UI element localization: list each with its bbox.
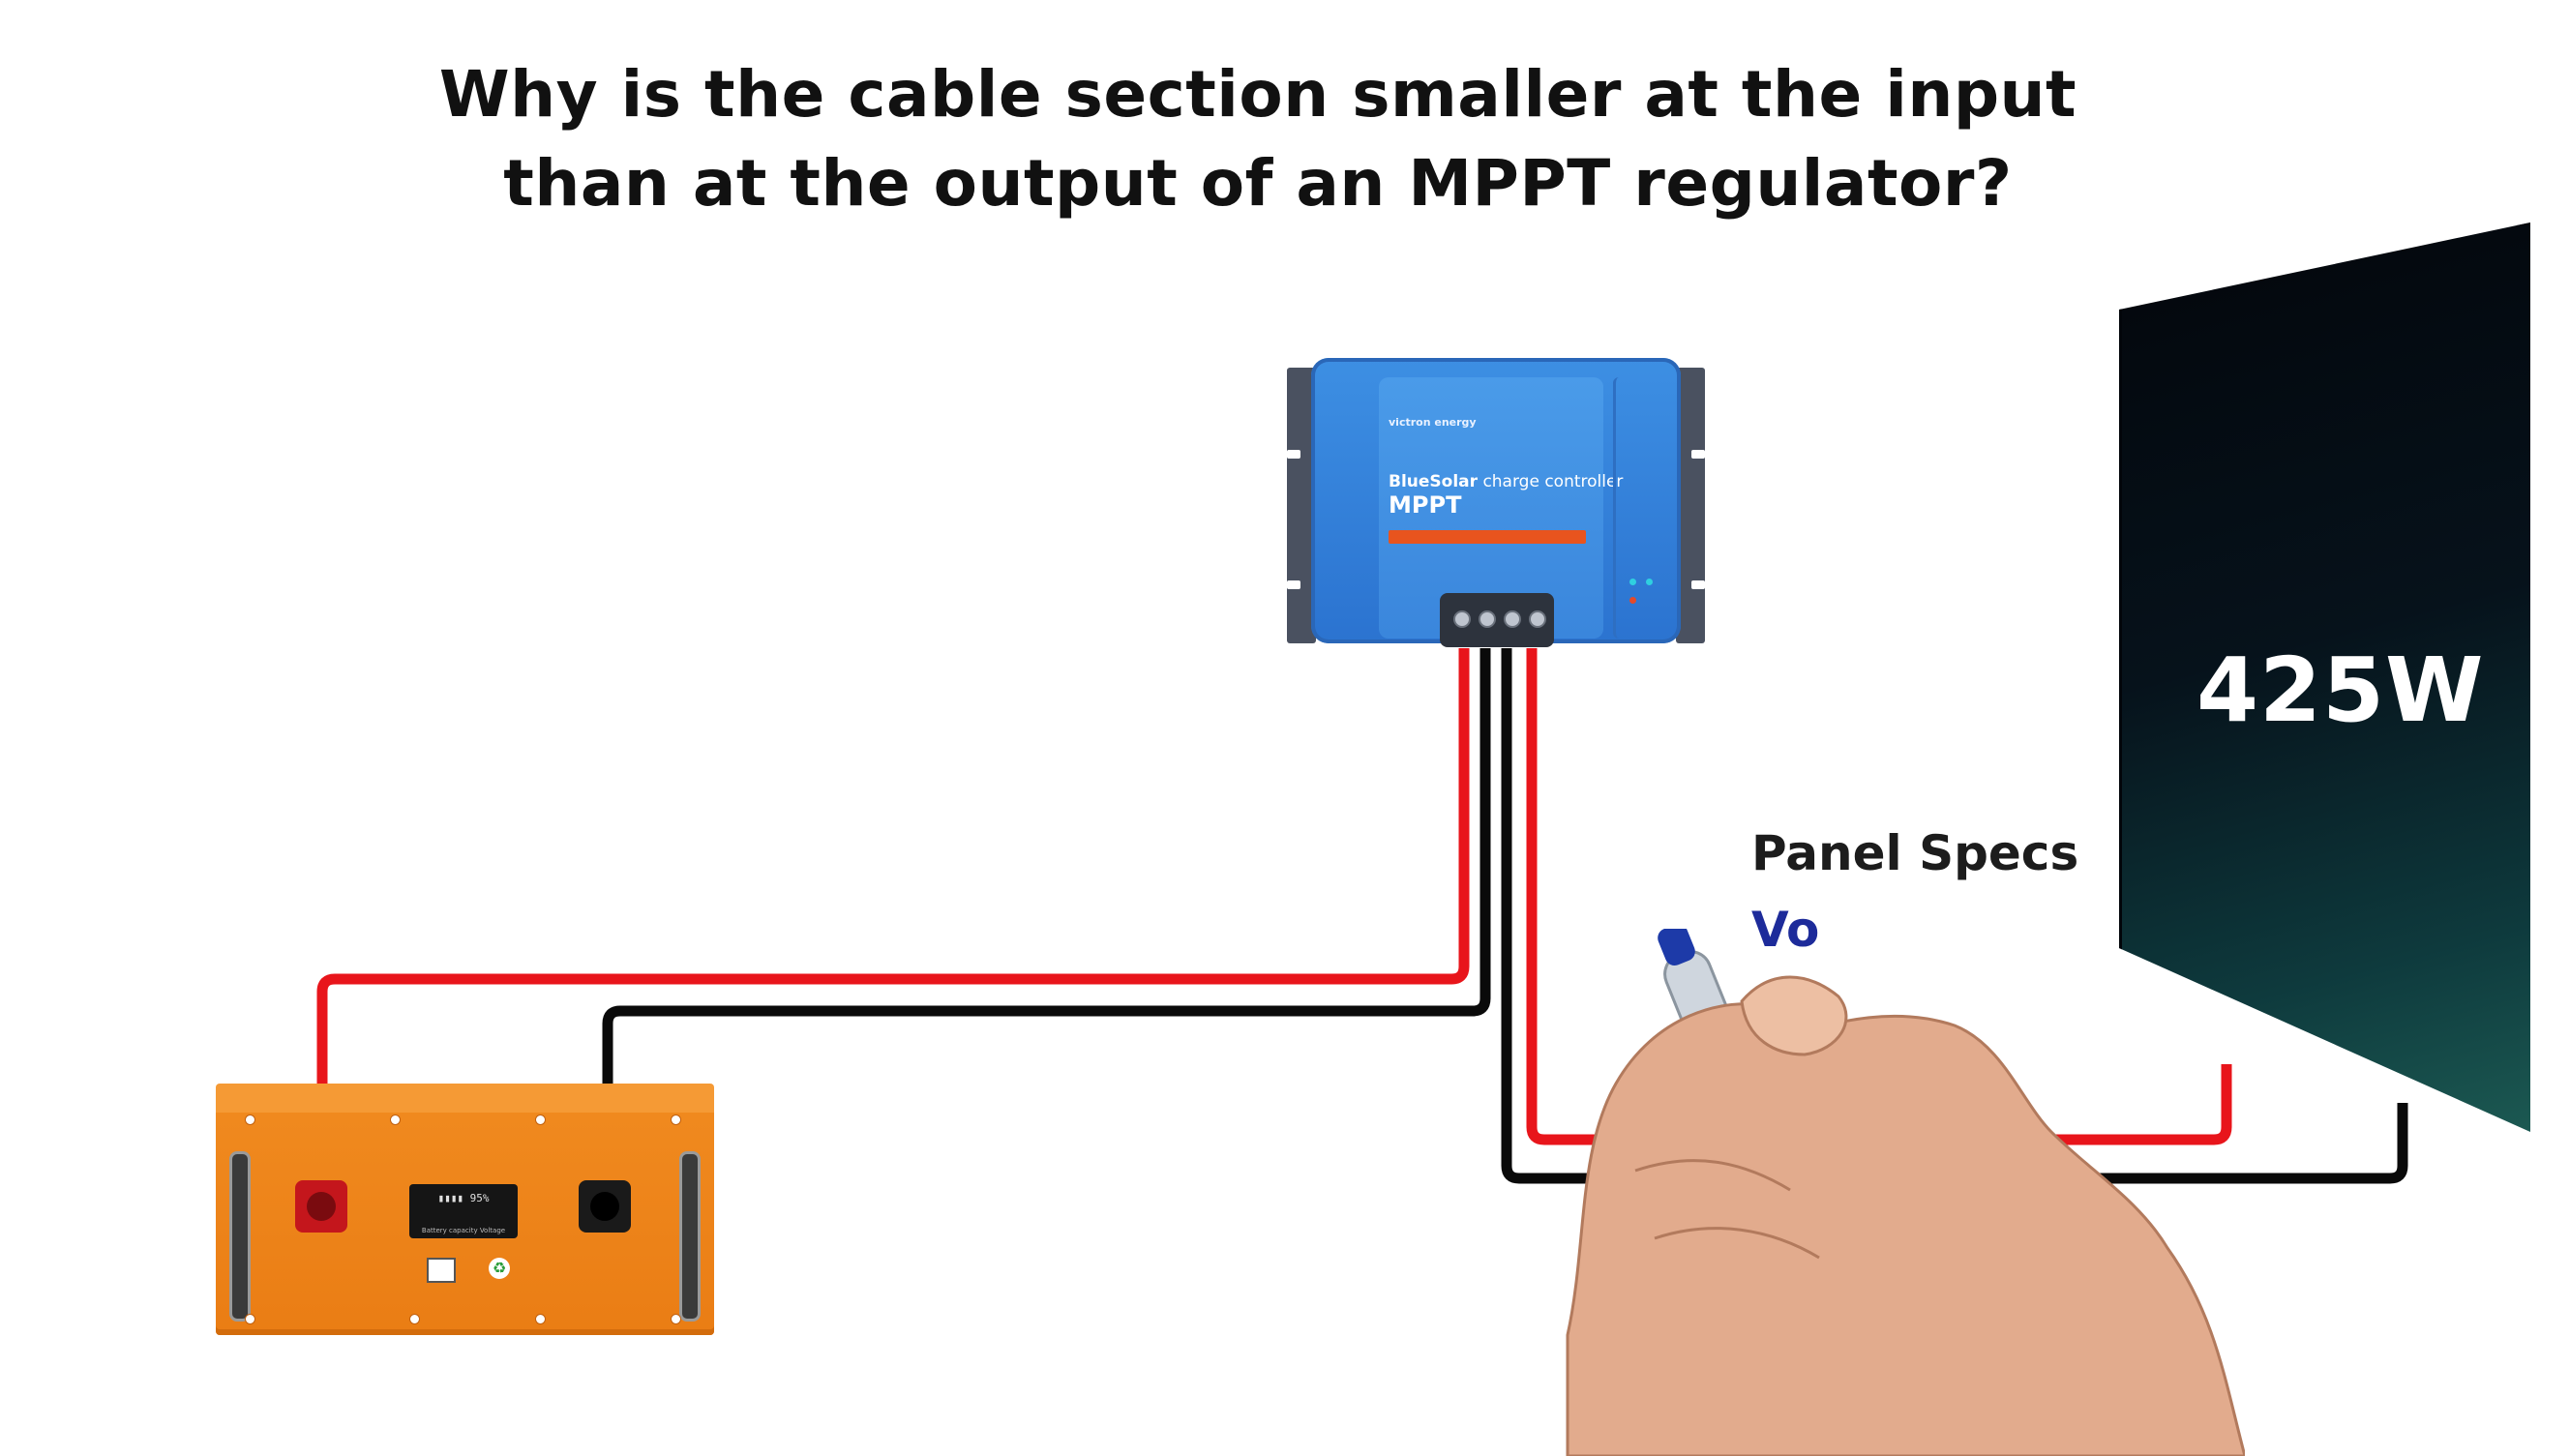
hand-with-marker-icon bbox=[1566, 929, 2245, 1456]
controller-housing: victron energy BlueSolar charge controll… bbox=[1311, 358, 1681, 643]
product-label: BlueSolar bbox=[1389, 472, 1479, 491]
terminal-block bbox=[1440, 593, 1554, 647]
recycle-icon: ♻ bbox=[489, 1258, 510, 1279]
orange-stripe bbox=[1389, 530, 1586, 544]
led-icon bbox=[1629, 579, 1636, 585]
brand-logo: victron energy bbox=[1389, 416, 1477, 429]
battery-display: ▮▮▮▮ 95% Battery capacity Voltage bbox=[409, 1184, 518, 1238]
status-panel bbox=[1613, 377, 1666, 639]
status-leds bbox=[1629, 571, 1666, 608]
led-icon bbox=[1629, 597, 1636, 604]
communication-port-icon bbox=[427, 1258, 456, 1283]
battery-positive-wire bbox=[316, 648, 1470, 1173]
battery-case: ▮▮▮▮ 95% Battery capacity Voltage ♻ bbox=[216, 1103, 714, 1335]
model-label: MPPT bbox=[1389, 491, 1462, 519]
battery-display-caption: Battery capacity Voltage bbox=[421, 1227, 506, 1234]
terminal-screw-icon bbox=[1529, 610, 1546, 628]
battery-handle-left bbox=[229, 1151, 251, 1322]
panel-specs-partial-text: Vo bbox=[1751, 902, 1820, 958]
lithium-battery: ▮▮▮▮ 95% Battery capacity Voltage ♻ bbox=[216, 1084, 714, 1335]
negative-terminal bbox=[579, 1180, 631, 1233]
positive-terminal bbox=[295, 1180, 347, 1233]
battery-display-reading: ▮▮▮▮ 95% bbox=[437, 1192, 490, 1204]
product-name: BlueSolar charge controller bbox=[1389, 472, 1623, 491]
terminal-screw-icon bbox=[1479, 610, 1496, 628]
mppt-charge-controller: victron energy BlueSolar charge controll… bbox=[1287, 353, 1705, 648]
page-title: Why is the cable section smaller at the … bbox=[0, 50, 2516, 228]
panel-specs-heading: Panel Specs bbox=[1751, 825, 2079, 881]
panel-power-label: 425W bbox=[2196, 639, 2485, 742]
led-icon bbox=[1646, 579, 1654, 585]
battery-lid bbox=[216, 1084, 714, 1113]
controller-faceplate: victron energy BlueSolar charge controll… bbox=[1379, 377, 1623, 639]
title-line-2: than at the output of an MPPT regulator? bbox=[503, 146, 2013, 221]
terminal-screw-icon bbox=[1453, 610, 1471, 628]
product-suffix: charge controller bbox=[1482, 472, 1624, 491]
title-line-1: Why is the cable section smaller at the … bbox=[438, 57, 2077, 132]
mounting-flange-right bbox=[1676, 368, 1705, 643]
battery-handle-right bbox=[679, 1151, 701, 1322]
battery-negative-wire bbox=[602, 648, 1491, 1173]
terminal-screw-icon bbox=[1504, 610, 1521, 628]
